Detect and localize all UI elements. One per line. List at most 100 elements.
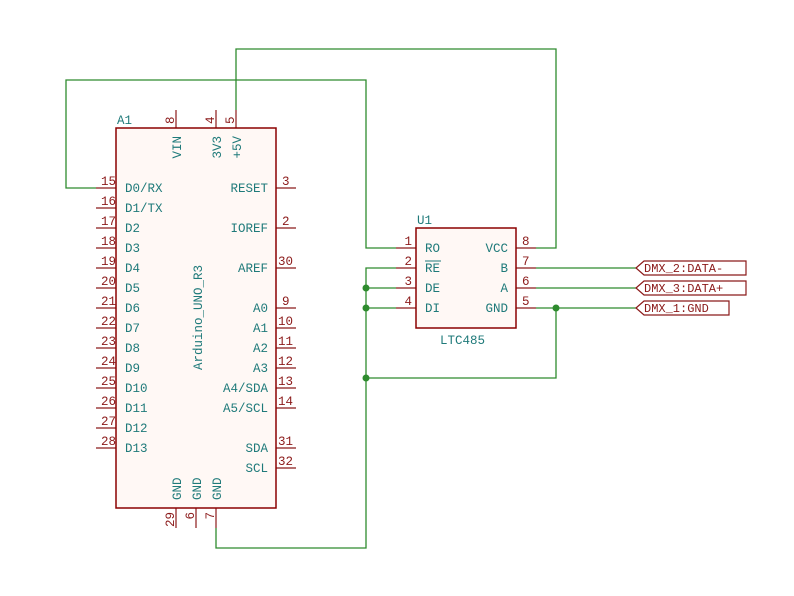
pin-number: 2 [404,255,412,269]
pin-number: 4 [404,295,412,309]
pin-number: 14 [278,395,293,409]
pin-name: D2 [125,222,140,236]
net-label-dmx1[interactable]: DMX_1:GND [635,300,730,316]
pin-number: 21 [101,295,116,309]
u1-pin-lines [396,247,536,309]
pin-name: VCC [485,242,508,256]
wires [65,48,636,549]
pin-name: D6 [125,302,140,316]
pin-name: +5V [231,136,245,159]
a1-reference: A1 [117,114,132,128]
a1-top-pins: 8 VIN 4 3V3 5 +5V [164,116,245,158]
a1-top-pin-lines [175,110,237,128]
pin-number: 23 [101,335,116,349]
pin-number: 2 [282,215,290,229]
pin-number: 20 [101,275,116,289]
junction-dot [362,374,370,382]
ltc485-body[interactable] [415,227,517,329]
net-labels: DMX_2:DATA- DMX_3:DATA+ DMX_1:GND [635,260,747,316]
pin-number: 19 [101,255,116,269]
pin-number: 5 [522,295,530,309]
pin-number: 6 [184,512,198,520]
wire-re-de-di-gnd[interactable] [215,267,396,549]
u1-left-pins: 1 RO 2 RE 3 DE 4 DI [404,235,441,316]
net-label-text: DMX_2:DATA- [644,262,723,276]
junction-dot [362,304,370,312]
pin-number: 24 [101,355,116,369]
net-label-dmx2[interactable]: DMX_2:DATA- [635,260,747,276]
pin-name: GND [485,302,508,316]
pin-name: RESET [230,182,268,196]
wire-d0rx-to-ro[interactable] [65,79,396,249]
pin-name: SDA [245,442,268,456]
pin-number: 8 [522,235,530,249]
pin-number: 3 [404,275,412,289]
pin-name: A5/SCL [223,402,268,416]
pin-name: D10 [125,382,148,396]
pin-number: 26 [101,395,116,409]
pin-number: 30 [278,255,293,269]
pin-name: D0/RX [125,182,163,196]
pin-number: 5 [224,116,238,124]
pin-name: AREF [238,262,268,276]
pin-number: 3 [282,175,290,189]
pin-number: 7 [522,255,530,269]
pin-number: 18 [101,235,116,249]
pin-name: D5 [125,282,140,296]
pin-name: GND [191,477,205,500]
a1-bottom-pins: 29 GND 6 GND 7 GND [164,477,225,527]
pin-number: 17 [101,215,116,229]
pin-name: A0 [253,302,268,316]
pin-number: 11 [278,335,293,349]
a1-bottom-pin-lines [175,508,217,528]
pin-number: 9 [282,295,290,309]
pin-number: 12 [278,355,293,369]
pin-number: 29 [164,512,178,527]
pin-number: 15 [101,175,116,189]
pin-number: 25 [101,375,116,389]
pin-name: D12 [125,422,148,436]
arduino-body[interactable] [115,127,277,509]
pin-name: IOREF [230,222,268,236]
u1-reference: U1 [417,214,432,228]
pin-name: VIN [171,136,185,159]
pin-name: 3V3 [211,136,225,159]
pin-number: 4 [204,116,218,124]
pin-name: A2 [253,342,268,356]
pin-name: D8 [125,342,140,356]
junctions [362,284,560,382]
pin-name: DI [425,302,440,316]
pin-name: GND [171,477,185,500]
a1-right-pins: 3 RESET 2 IOREF 30 AREF 9 A0 10 A1 11 A2… [223,175,293,476]
pin-name: D9 [125,362,140,376]
pin-number: 1 [404,235,412,249]
pin-number: 10 [278,315,293,329]
pin-name: GND [211,477,225,500]
pin-name: A4/SDA [223,382,269,396]
pin-number: 7 [204,512,218,520]
pin-number: 8 [164,116,178,124]
a1-left-pin-lines [96,187,116,449]
pin-name: SCL [245,462,268,476]
pin-number: 27 [101,415,116,429]
a1-value: Arduino_UNO_R3 [192,265,206,370]
pin-name: A1 [253,322,268,336]
pin-number: 28 [101,435,116,449]
pin-number: 32 [278,455,293,469]
arduino-a1[interactable]: A1 Arduino_UNO_R3 15 D0/RX 16 D1/TX 17 D… [96,110,296,528]
net-label-text: DMX_3:DATA+ [644,282,723,296]
pin-number: 13 [278,375,293,389]
pin-number: 16 [101,195,116,209]
u1-value: LTC485 [440,334,485,348]
net-label-dmx3[interactable]: DMX_3:DATA+ [635,280,747,296]
pin-name: RO [425,242,440,256]
wire-gnd-loop[interactable] [366,307,557,379]
pin-name: D11 [125,402,148,416]
wire-5v-to-vcc[interactable] [235,48,557,249]
pin-name: RE [425,262,440,276]
pin-name: D3 [125,242,140,256]
junction-dot [552,304,560,312]
net-label-text: DMX_1:GND [644,302,709,316]
transceiver-u1[interactable]: U1 LTC485 1 RO 2 RE 3 DE 4 DI 8 VCC 7 B … [396,214,536,348]
